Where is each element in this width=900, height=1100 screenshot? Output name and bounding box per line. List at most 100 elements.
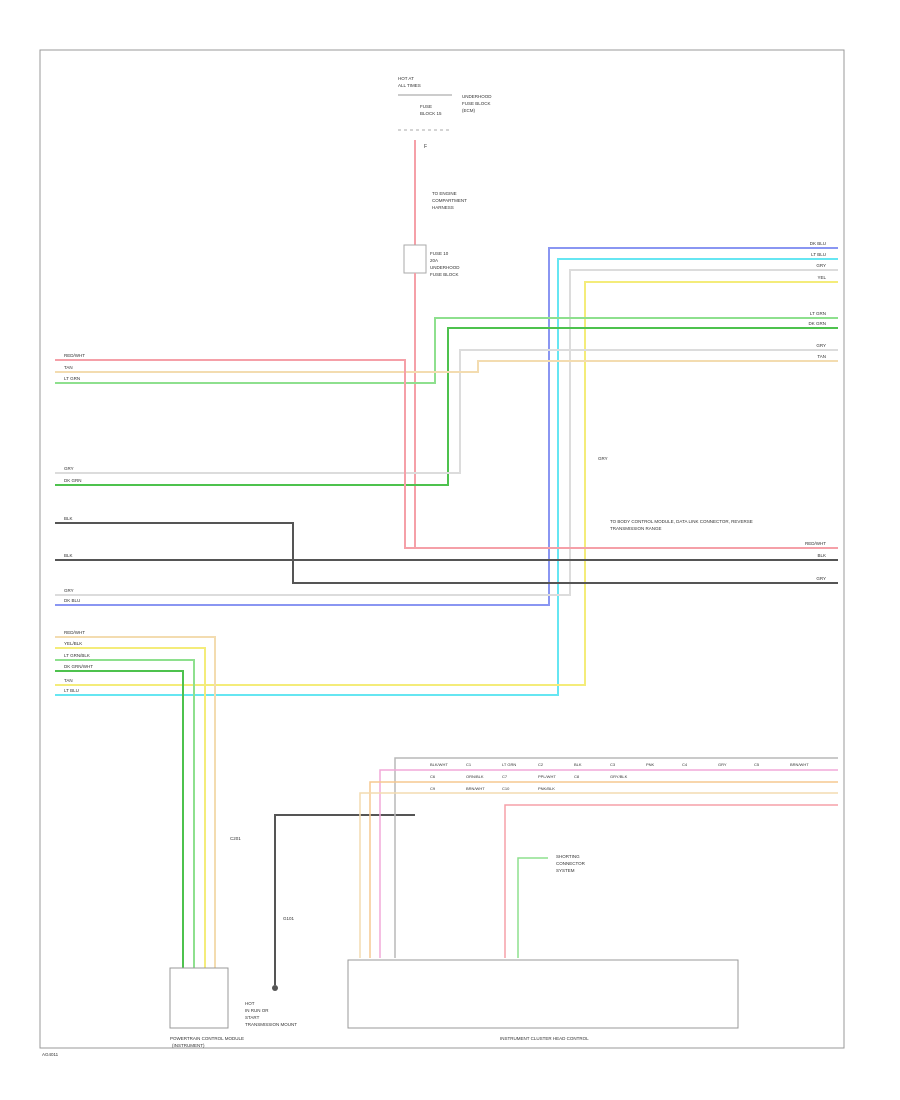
- right-wire-labels: DK BLU LT BLU GRY YEL LT GRN DK GRN GRY TAN RED/…: [805, 241, 826, 581]
- bottom-table-cell: BLK/WHT: [430, 762, 448, 767]
- right-wire-label: GRY: [816, 576, 826, 581]
- mid-note-1: TO BODY CONTROL MODULE, DATA LINK CONNEC…: [610, 519, 753, 524]
- bottom-table-cell: BRN/WHT: [466, 786, 485, 791]
- left-module-label: POWERTRAIN CONTROL MODULE: [170, 1036, 244, 1041]
- left-wire-label: YEL/BLK: [64, 641, 82, 646]
- wire-lt-grn-r: [55, 317, 838, 384]
- top-block-label-1: UNDERHOOD: [462, 94, 492, 99]
- bottom-table-cell: GRY/BLK: [610, 774, 628, 779]
- splice-wire-green: [517, 857, 548, 958]
- ground-note-3: START: [245, 1015, 260, 1020]
- fuse-box-label-4: FUSE BLOCK: [430, 272, 459, 277]
- bottom-table-cell: C9: [430, 786, 436, 791]
- right-wire-label: DK BLU: [810, 241, 826, 246]
- left-wire-label: DK BLU: [64, 598, 80, 603]
- right-wire-label: RED/WHT: [805, 541, 826, 546]
- wire-dk-grn-r: [55, 327, 838, 486]
- wire-red-left: [55, 359, 838, 549]
- left-module-box: [169, 967, 229, 1029]
- splice-note-3: SYSTEM: [556, 868, 575, 873]
- left-wire-label: GRY: [64, 466, 74, 471]
- bottom-table-cell: PNK: [646, 762, 655, 767]
- bottom-wire-pink: [379, 769, 838, 958]
- wire-tan-r: [55, 360, 838, 373]
- fuse-box: [403, 244, 427, 274]
- left-wire-label: TAN: [64, 365, 73, 370]
- wire-gray-r: [55, 269, 838, 596]
- ground-note-4: TRANSMISSION MOUNT: [245, 1022, 297, 1027]
- bottom-table-cell: C5: [754, 762, 760, 767]
- bottom-table-cell: C6: [430, 774, 436, 779]
- top-block-label-3: (ECM): [462, 108, 475, 113]
- bottom-table-cell: PNK/BLK: [538, 786, 555, 791]
- wire-gray-r2: [55, 349, 838, 474]
- bottom-table-cell: C4: [682, 762, 688, 767]
- left-wire-label: RED/WHT: [64, 630, 85, 635]
- diagram-border: [39, 49, 845, 1049]
- bottom-table-cell: C8: [574, 774, 580, 779]
- right-wire-label: BLK: [817, 553, 826, 558]
- left-wire-labels: RED/WHT TAN LT GRN GRY DK GRN BLK BLK GRY DK BLU…: [64, 353, 93, 693]
- ground-wire: [274, 814, 415, 985]
- bottom-table-cell: C2: [538, 762, 544, 767]
- left-wire-label: LT BLU: [64, 688, 79, 693]
- top-block-label-2: FUSE BLOCK: [462, 101, 491, 106]
- wire-red-wht-left: [55, 636, 216, 968]
- top-fuse-label-2: ALL TIMES: [398, 83, 421, 88]
- bottom-table-cell: GRY: [718, 762, 727, 767]
- wire-ref-label-1: TO ENGINE: [432, 191, 457, 196]
- left-wire-label: DK GRN: [64, 478, 82, 483]
- wire-lt-blu: [55, 258, 838, 696]
- splice-note-1: SHORTING: [556, 854, 580, 859]
- left-wire-label: DK GRN/WHT: [64, 664, 93, 669]
- fuse-box-label-3: UNDERHOOD: [430, 265, 460, 270]
- bottom-table-cell: LT GRN: [502, 762, 516, 767]
- right-wire-label: TAN: [817, 354, 826, 359]
- left-wire-label: BLK: [64, 553, 73, 558]
- ground-note-2: IN RUN OR: [245, 1008, 269, 1013]
- wire-yellow: [55, 281, 838, 686]
- wire-dk-grn-wht-left: [55, 670, 184, 968]
- mid-note-2: TRANSMISSION RANGE: [610, 526, 662, 531]
- fuse-box-label-2: 20A: [430, 258, 438, 263]
- right-wire-label: GRY: [816, 343, 826, 348]
- right-wire-label: LT GRN: [810, 311, 826, 316]
- bottom-table-cell: C7: [502, 774, 508, 779]
- bottom-wire-tan: [359, 792, 838, 958]
- top-fuse-label-4: BLOCK 15: [420, 111, 442, 116]
- bottom-table-cell: BRN/WHT: [790, 762, 809, 767]
- bottom-module-label: INSTRUMENT CLUSTER HEAD CONTROL: [500, 1036, 589, 1041]
- top-pin-label: F: [424, 144, 427, 150]
- right-wire-label: LT BLU: [811, 252, 826, 257]
- corner-code: AG4011: [42, 1052, 59, 1057]
- wire-lt-grn-blk-left: [55, 659, 195, 968]
- bottom-wire-gray: [394, 757, 838, 958]
- right-wire-label: YEL: [817, 275, 826, 280]
- left-wire-label: BLK: [64, 516, 73, 521]
- wire-black-1: [55, 522, 838, 584]
- wire-ref-label-3: HARNESS: [432, 205, 454, 210]
- splice-note-2: CONNECTOR: [556, 861, 586, 866]
- right-wire-label: GRY: [816, 263, 826, 268]
- bottom-table-cell: BLK: [574, 762, 582, 767]
- fuse-box-label-1: FUSE 10: [430, 251, 449, 256]
- top-fuse-label-1: HOT AT: [398, 76, 414, 81]
- left-wire-label: GRY: [64, 588, 74, 593]
- wire-ref-label-2: COMPARTMENT: [432, 198, 467, 203]
- vertical-label-2: C201: [230, 836, 241, 841]
- left-wire-label: TAN: [64, 678, 73, 683]
- left-wire-label: RED/WHT: [64, 353, 85, 358]
- right-wire-label: DK GRN: [808, 321, 826, 326]
- top-fuse-label-3: FUSE: [420, 104, 432, 109]
- vertical-label-1: GRY: [598, 456, 608, 461]
- left-wire-label: LT GRN: [64, 376, 80, 381]
- bottom-table-cell: ORN/BLK: [466, 774, 484, 779]
- bottom-table-cell: PPL/WHT: [538, 774, 556, 779]
- ground-symbol: [272, 985, 278, 991]
- bottom-wire-red: [504, 804, 838, 958]
- wire-dk-blu: [55, 247, 838, 606]
- ground-note-1: HOT: [245, 1001, 255, 1006]
- wire-yel-blk-left: [55, 647, 206, 968]
- bottom-table-cell: C1: [466, 762, 472, 767]
